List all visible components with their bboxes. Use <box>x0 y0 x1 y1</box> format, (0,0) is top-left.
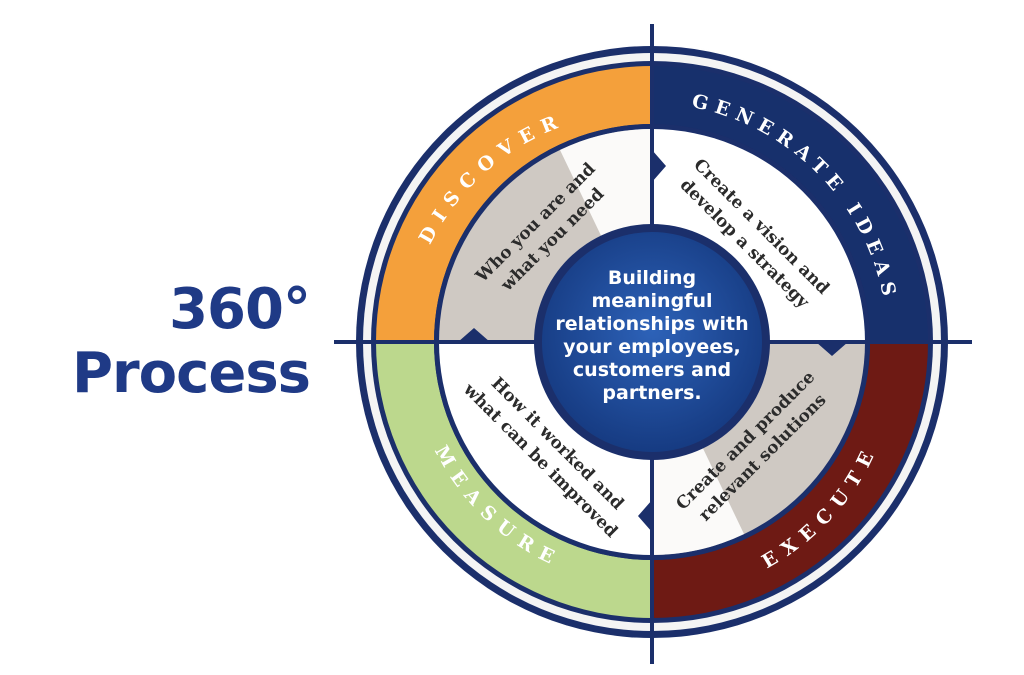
hub-line-1: Building <box>608 267 696 289</box>
arrow-pointer-measure <box>638 500 652 532</box>
title-line-degrees: 360° <box>169 277 311 342</box>
hub-line-5: customers and <box>573 359 731 381</box>
execute-band <box>652 342 928 618</box>
page-title: 360° Process <box>40 277 311 406</box>
measure-band <box>376 342 652 618</box>
hub-line-3: relationships with <box>555 313 748 335</box>
hub-line-2: meaningful <box>592 290 713 312</box>
discover-band <box>376 66 652 342</box>
hub-line-6: partners. <box>602 382 701 404</box>
hub-message: Building meaningful relationships with y… <box>555 267 748 404</box>
arrow-pointer-execute <box>816 342 848 356</box>
generate-band <box>652 66 928 342</box>
title-line-process: Process <box>72 341 311 406</box>
arrow-pointer-discover <box>458 328 490 342</box>
arrow-pointer-generate <box>652 150 666 182</box>
hub-circle <box>542 232 762 452</box>
hub-line-4: your employees, <box>563 336 741 358</box>
